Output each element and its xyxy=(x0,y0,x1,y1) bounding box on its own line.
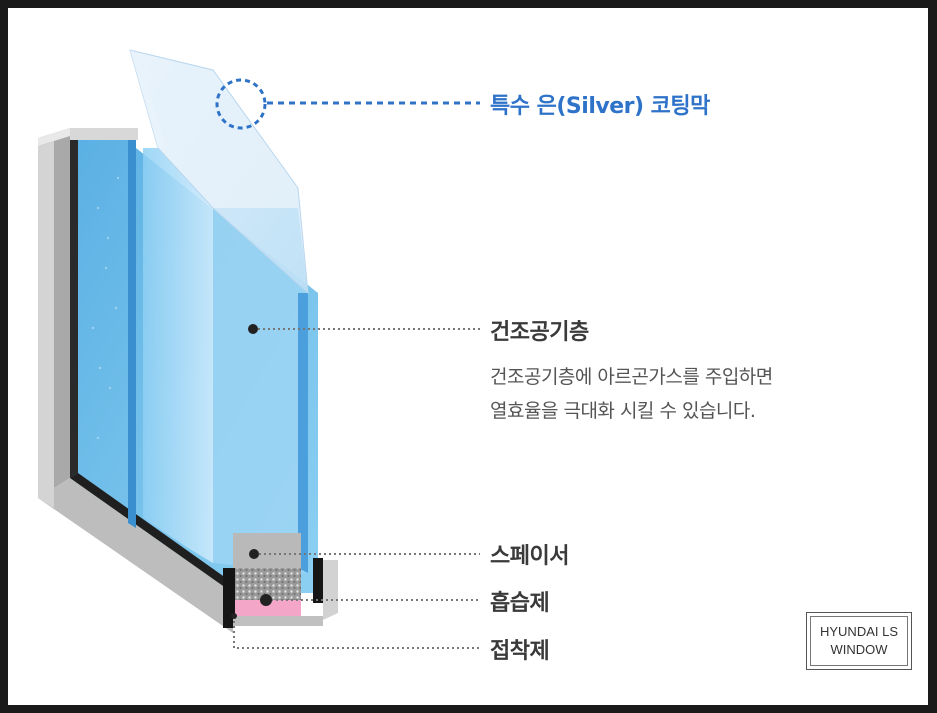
callout-dot-icon xyxy=(249,549,259,559)
brand-logo: HYUNDAI LS WINDOW xyxy=(806,612,912,670)
dry-air-desc-line2: 열효율을 극대화 시킬 수 있습니다. xyxy=(490,400,756,422)
callout-dot-icon xyxy=(260,594,272,606)
adhesive-leader-line xyxy=(233,616,480,649)
brand-logo-inner: HYUNDAI LS WINDOW xyxy=(810,616,908,666)
glass-texture xyxy=(91,176,120,440)
front-glass-pane xyxy=(143,148,308,573)
desiccant-label: 흡습제 xyxy=(490,591,550,616)
spacer-label: 스페이서 xyxy=(490,544,569,569)
dry-air-description: 건조공기층에 아르곤가스를 주입하면 열효율을 극대화 시킬 수 있습니다. xyxy=(490,360,773,428)
window-cross-section xyxy=(38,49,480,649)
dry-air-desc-line1: 건조공기층에 아르곤가스를 주입하면 xyxy=(490,366,773,388)
window-frame xyxy=(38,128,233,633)
frame-edge xyxy=(323,560,338,620)
dashed-circle-icon xyxy=(215,78,267,130)
callout-dot-icon xyxy=(231,613,237,619)
brand-logo-line2: WINDOW xyxy=(830,642,888,657)
silver-coating-label: 특수 은(Silver) 코팅막 xyxy=(490,94,710,119)
diagram-frame: 특수 은(Silver) 코팅막 건조공기층 건조공기층에 아르곤가스를 주입하… xyxy=(8,8,928,705)
adhesive-label: 접착제 xyxy=(490,639,550,664)
dry-air-layer-label: 건조공기층 xyxy=(490,320,589,345)
brand-logo-line1: HYUNDAI LS xyxy=(819,624,899,639)
silver-coated-glass xyxy=(129,49,309,295)
callout-dot-icon xyxy=(248,324,258,334)
